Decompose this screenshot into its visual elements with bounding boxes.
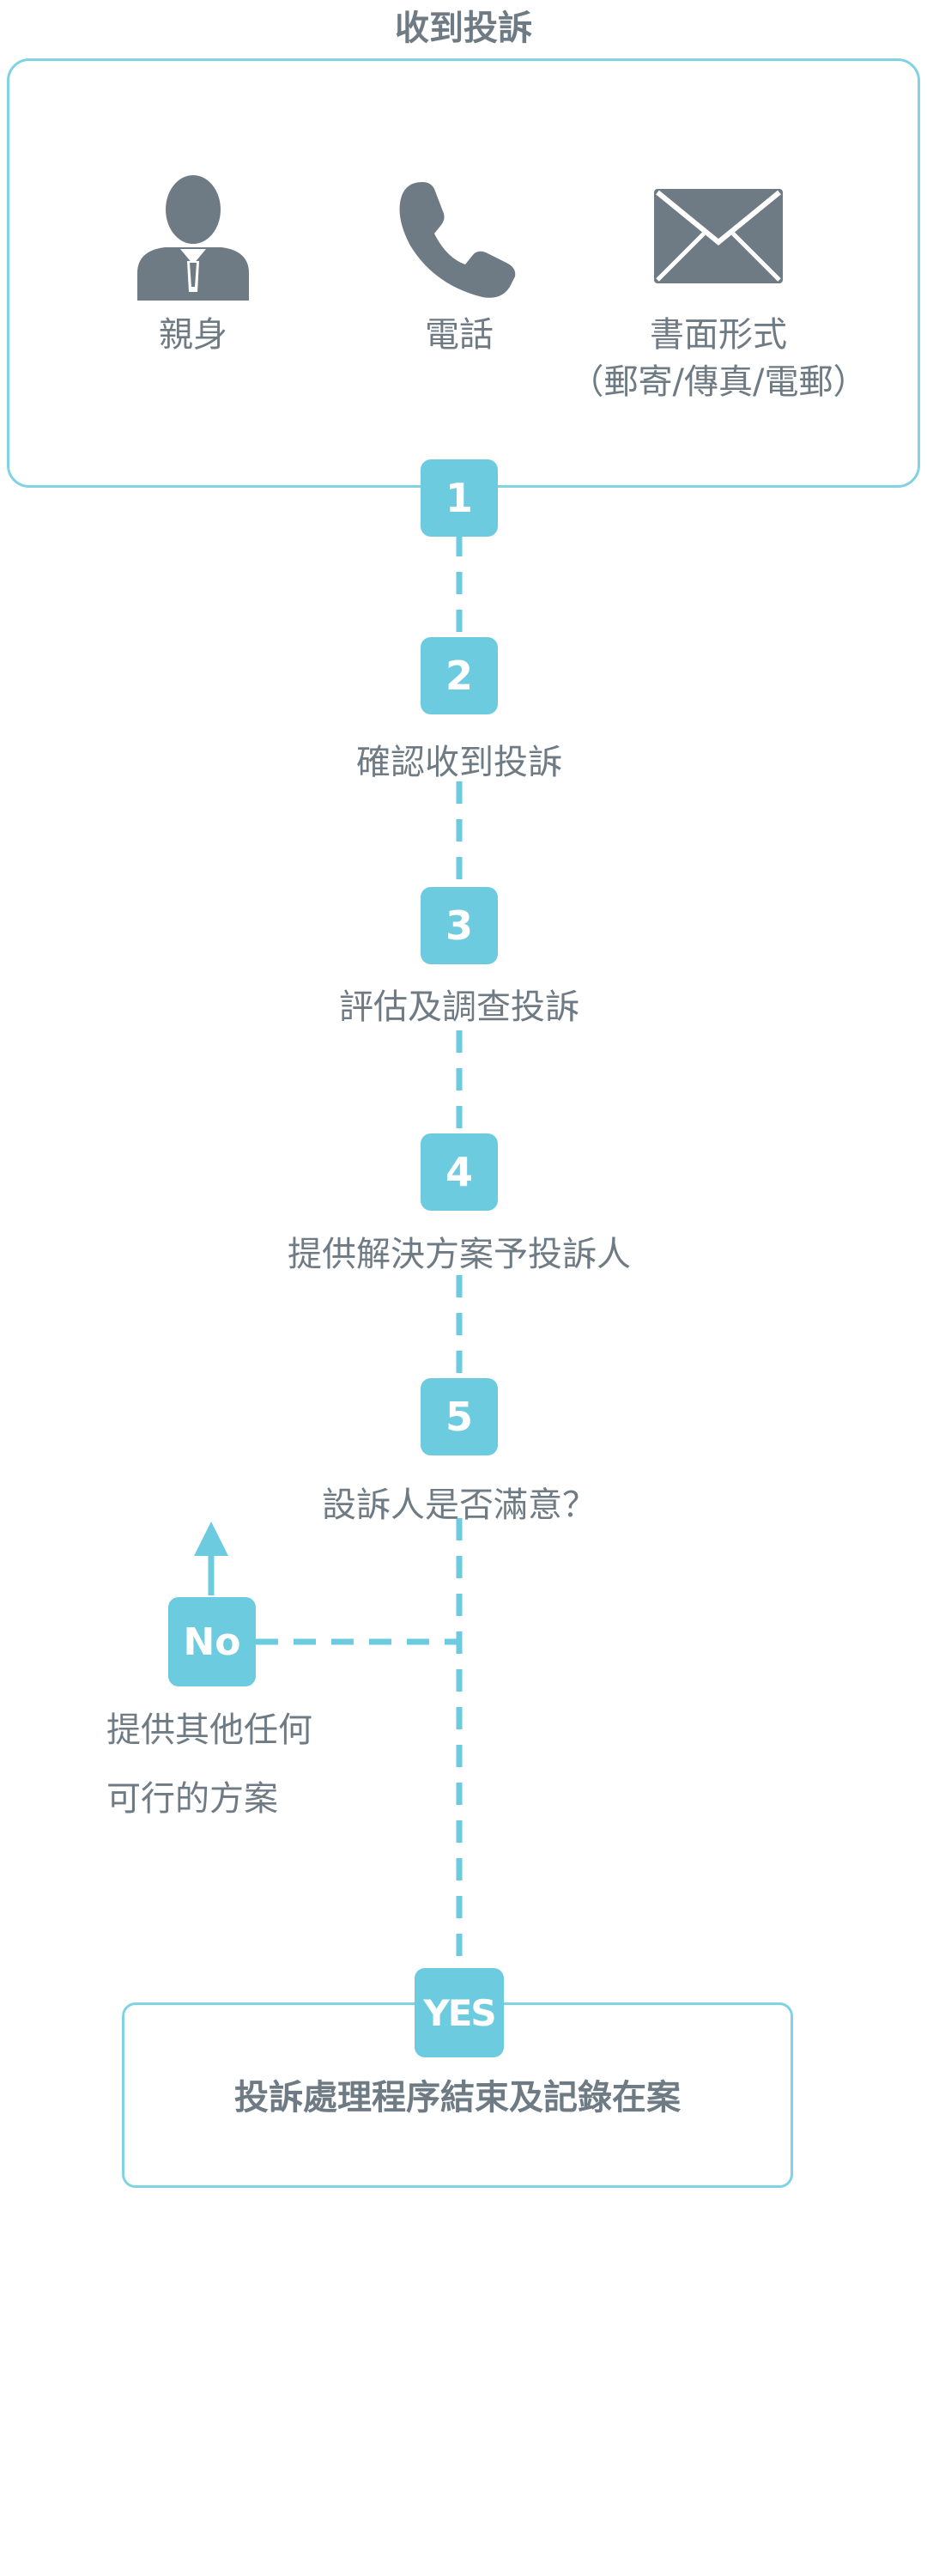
step-2-badge: 2 [421,637,498,714]
step-4-badge: 4 [421,1133,498,1211]
step-3-badge: 3 [421,887,498,964]
step-1-badge: 1 [421,459,498,537]
step-3-label: 評估及調查投訴 [339,987,579,1027]
step-2-label: 確認收到投訴 [356,743,562,782]
flow-title: 收到投訴 [395,9,532,48]
method-label-phone: 電話 [425,315,494,355]
no-branch-line-1: 提供其他任何 [106,1710,312,1750]
method-label-in-person: 親身 [159,315,227,355]
step-5-label: 設訴人是否滿意？ [322,1485,597,1525]
method-sublabel-written: （郵寄/傳真/電郵） [569,362,868,402]
person-icon [137,172,249,301]
end-label: 投訴處理程序結束及記錄在案 [234,2078,681,2117]
step-4-label: 提供解決方案予投訴人 [288,1235,631,1274]
envelope-icon [654,189,783,283]
yes-badge: YES [415,1968,504,2057]
no-branch-line-2: 可行的方案 [106,1779,278,1819]
step-5-badge: 5 [421,1378,498,1455]
method-label-written: 書面形式 [650,315,787,355]
phone-icon [397,179,517,299]
no-badge: No [168,1597,256,1686]
